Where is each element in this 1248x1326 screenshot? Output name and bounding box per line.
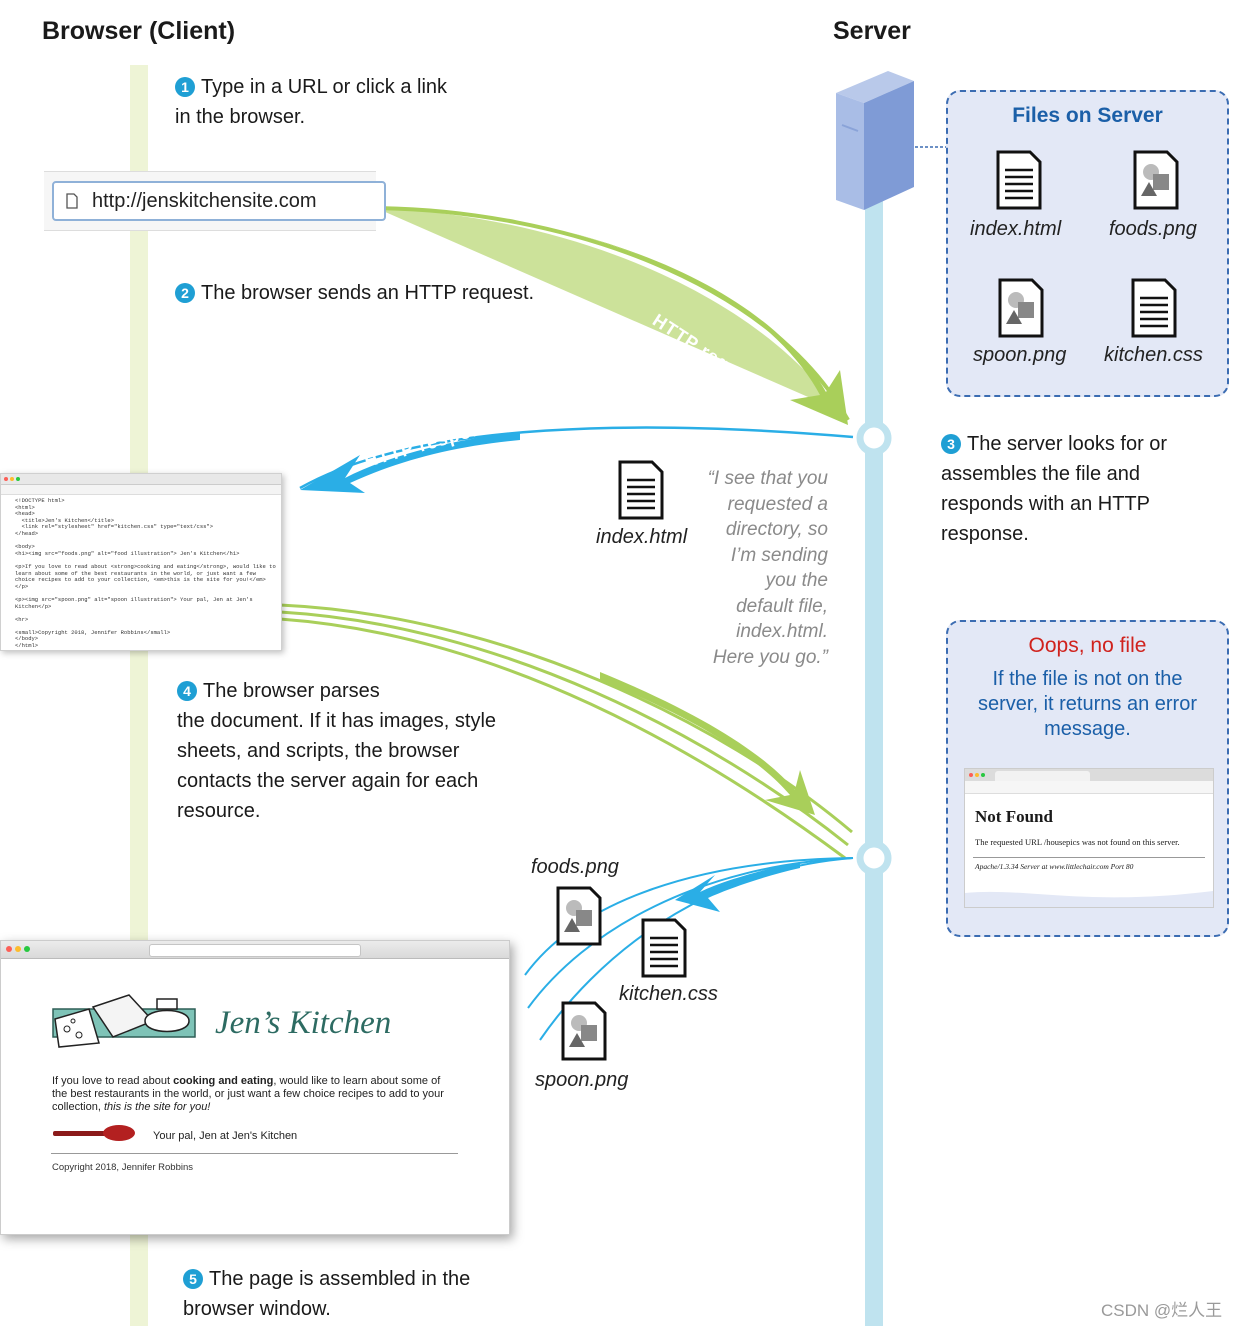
code-line: <html>	[15, 503, 35, 511]
rendered-address-bar[interactable]	[149, 944, 361, 957]
site-copyright: Copyright 2018, Jennifer Robbins	[52, 1162, 194, 1173]
kitchen-css-doc-icon	[1131, 278, 1177, 338]
code-line: <head>	[15, 510, 35, 518]
code-line: <body>	[15, 543, 35, 551]
file-kitchen-css: kitchen.css	[1104, 344, 1203, 366]
request-node	[856, 420, 892, 456]
resource-node	[856, 840, 892, 876]
url-bar: http://jenskitchensite.com	[44, 171, 386, 231]
foods-illustration	[52, 994, 196, 1048]
page-icon	[66, 193, 78, 209]
code-line: choice recipes to add to your collection…	[15, 576, 266, 584]
code-line: </html>	[15, 642, 39, 650]
code-line: <h1><img src="foods.png" alt="food illus…	[15, 549, 240, 557]
code-line: </head>	[15, 529, 39, 537]
resource-foods-label: foods.png	[531, 856, 619, 878]
response-file-label: index.html	[596, 526, 688, 548]
step-2-number: 2	[175, 283, 195, 303]
rendered-window-titlebar	[1, 941, 509, 959]
spoon-png-image-icon	[998, 278, 1044, 338]
code-line: <title>Jen's Kitchen</title>	[15, 516, 115, 524]
files-panel-title: Files on Server	[1012, 104, 1163, 127]
code-window-toolbar	[1, 485, 281, 495]
source-code-window: <!DOCTYPE html><html><head> <title>Jen's…	[0, 473, 282, 651]
error-window-titlebar	[965, 769, 1213, 781]
index-html-doc-icon	[996, 150, 1042, 210]
response-index-doc-icon	[618, 460, 664, 520]
not-found-message: The requested URL /housepics was not fou…	[975, 837, 1180, 847]
resource-foods-image-icon	[556, 886, 602, 946]
file-spoon-png: spoon.png	[973, 344, 1067, 366]
code-line: learn about some of the best restaurants…	[15, 569, 256, 577]
code-line: <hr>	[15, 615, 29, 623]
rendered-page-window: Jen’s Kitchen If you love to read about …	[0, 940, 510, 1235]
maximize-dot-icon[interactable]	[16, 477, 20, 481]
code-window-titlebar	[1, 474, 281, 485]
code-line	[15, 538, 281, 545]
url-text: http://jenskitchensite.com	[92, 190, 317, 212]
code-line: </body>	[15, 635, 39, 643]
server-lane	[865, 200, 883, 1326]
minimize-dot-icon[interactable]	[10, 477, 14, 481]
files-on-server-panel: Files on Server index.html foods.png spo…	[946, 90, 1229, 397]
code-line: Kitchen</p>	[15, 602, 52, 610]
code-line: </p>	[15, 582, 29, 590]
site-divider	[51, 1153, 458, 1154]
code-line: <p><img src="spoon.png" alt="spoon illus…	[15, 595, 253, 603]
close-dot-icon[interactable]	[4, 477, 8, 481]
code-line: <p>If you love to read about <strong>coo…	[15, 562, 276, 570]
resource-spoon-image-icon	[561, 1001, 607, 1061]
client-heading: Browser (Client)	[42, 17, 236, 45]
resource-css-label: kitchen.css	[619, 983, 718, 1005]
watermark: CSDN @烂人王	[1101, 1301, 1223, 1320]
step-5-number: 5	[183, 1269, 203, 1289]
step-1-number: 1	[175, 77, 195, 97]
server-heading: Server	[833, 17, 911, 45]
site-signoff: Your pal, Jen at Jen's Kitchen	[153, 1130, 298, 1142]
error-page-window: Not Found The requested URL /housepics w…	[964, 768, 1214, 908]
rendered-maximize-icon[interactable]	[24, 946, 30, 952]
foods-png-image-icon	[1133, 150, 1179, 210]
http-request-arrow	[376, 208, 845, 420]
code-line: <link rel="stylesheet" href="kitchen.css…	[15, 523, 214, 531]
code-line: <small>Copyright 2018, Jennifer Robbins<…	[15, 628, 171, 636]
resource-spoon-label: spoon.png	[535, 1069, 629, 1091]
file-index-html: index.html	[970, 218, 1062, 240]
code-line	[15, 610, 281, 617]
spoon-illustration	[53, 1125, 135, 1141]
site-intro-paragraph: If you love to read about cooking and ea…	[52, 1075, 444, 1113]
server-icon	[836, 71, 914, 210]
file-foods-png: foods.png	[1109, 218, 1197, 240]
rendered-close-icon[interactable]	[6, 946, 12, 952]
not-found-heading: Not Found	[975, 807, 1053, 826]
step-3-number: 3	[941, 434, 961, 454]
url-input[interactable]: http://jenskitchensite.com	[52, 181, 386, 221]
rendered-minimize-icon[interactable]	[15, 946, 21, 952]
code-line: <!DOCTYPE html>	[15, 497, 65, 504]
step-4-number: 4	[177, 681, 197, 701]
code-listing: <!DOCTYPE html><html><head> <title>Jen's…	[1, 495, 281, 650]
site-title: Jen’s Kitchen	[215, 1005, 392, 1041]
not-found-footer: Apache/1.3.34 Server at www.littlechair.…	[975, 862, 1134, 871]
resource-css-doc-icon	[641, 918, 687, 978]
error-panel-title: Oops, no file	[1028, 634, 1147, 657]
